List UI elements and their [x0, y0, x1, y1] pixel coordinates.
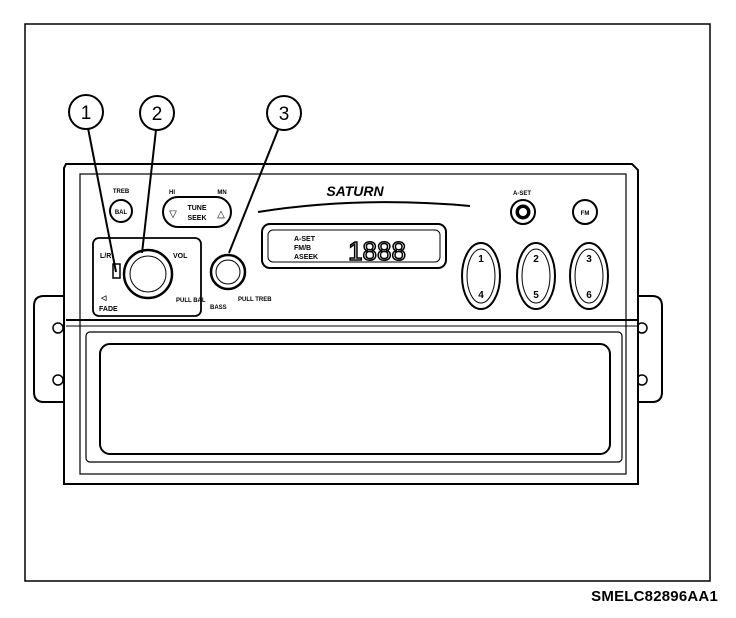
preset-button-1-4[interactable]: 1 4 [461, 242, 501, 310]
preset-label-5: 5 [533, 290, 539, 301]
tune-label: TUNE [187, 205, 206, 212]
cassette-door [99, 343, 611, 455]
callout-2: 2 [139, 95, 175, 131]
display-aset-indicator: A-SET [294, 236, 316, 243]
callout-2-leader [141, 129, 157, 254]
preset-label-2: 2 [533, 254, 539, 265]
mn-label: MN [217, 190, 226, 196]
callout-1-leader [87, 127, 117, 273]
vol-control-panel [92, 237, 202, 317]
display-digits: 1888 [348, 236, 406, 266]
preset-label-3: 3 [586, 254, 592, 265]
logo-swoosh [257, 201, 471, 213]
callout-3-leader [228, 129, 279, 254]
callout-3-number: 3 [279, 104, 290, 125]
bass-label: BASS [210, 305, 227, 311]
hi-label: HI [169, 190, 175, 196]
seek-label: SEEK [187, 215, 206, 222]
figure-frame [24, 23, 711, 582]
vol-label: VOL [173, 253, 188, 260]
preset-button-3-6[interactable]: 3 6 [569, 242, 609, 310]
preset-button-2-5[interactable]: 2 5 [516, 242, 556, 310]
radio-body [63, 163, 639, 485]
bal-label: BAL [115, 210, 128, 216]
tune-up-icon: △ [217, 209, 225, 220]
fm-am-button[interactable] [572, 199, 598, 225]
pull-bal-label: PULL BAL [176, 298, 206, 304]
faceplate [79, 173, 627, 475]
left-mounting-bracket [33, 295, 66, 403]
figure-code: SMELC82896AA1 [591, 588, 718, 605]
aset-label: A-SET [513, 191, 531, 197]
display-fmb-indicator: FM/B [294, 245, 311, 252]
callout-1-number: 1 [81, 103, 92, 124]
preset-label-1: 1 [478, 254, 484, 265]
treb-label: TREB [113, 189, 130, 195]
volume-knob[interactable] [122, 248, 174, 300]
tune-down-icon: ▽ [169, 209, 177, 220]
callout-1: 1 [68, 94, 104, 130]
fade-label: FADE [99, 306, 118, 313]
preset-label-4: 4 [478, 290, 484, 301]
callout-2-number: 2 [152, 104, 163, 125]
lr-label: L/R [100, 253, 111, 260]
display-aseek-indicator: ASEEK [294, 254, 318, 261]
preset-label-6: 6 [586, 290, 592, 301]
callout-3: 3 [266, 95, 302, 131]
fm-am-label: FM [581, 211, 590, 217]
display-window [261, 223, 447, 269]
tune-seek-rocker[interactable] [162, 196, 232, 228]
fade-arrow-icon: ◁ [100, 295, 107, 302]
pull-treb-label: PULL TREB [238, 297, 272, 303]
brand-logo: SATURN [326, 183, 384, 199]
bal-button[interactable] [109, 199, 133, 223]
